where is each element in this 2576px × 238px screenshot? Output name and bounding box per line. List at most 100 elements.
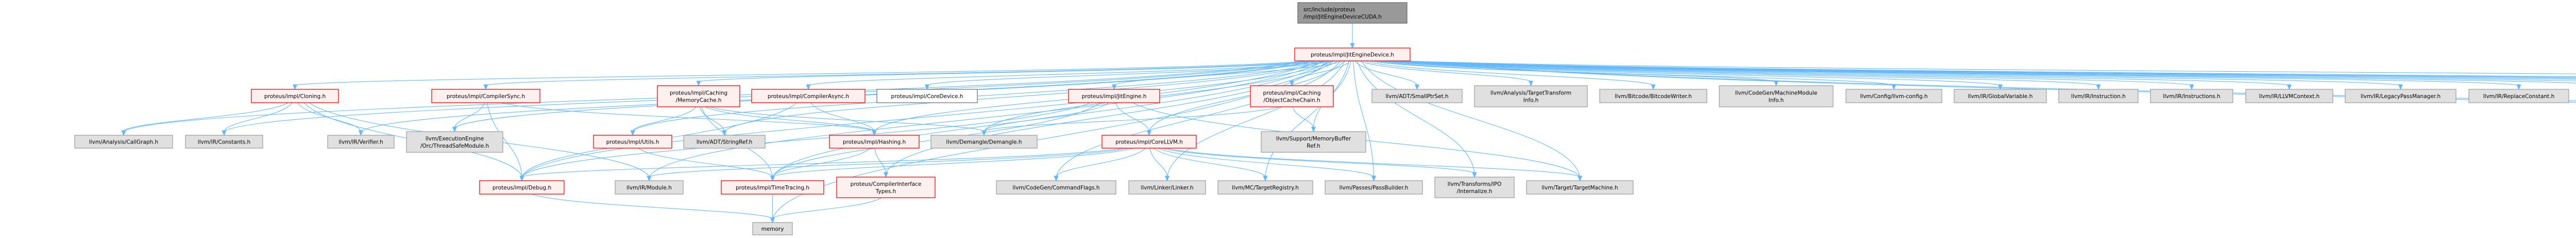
node-box (74, 135, 173, 149)
graph-node-proteus-impl-hashing-h[interactable]: proteus/impl/Hashing.h (829, 135, 920, 149)
edge-casync-to-hashing (810, 102, 875, 132)
graph-node-memory: memory (752, 222, 793, 235)
node-box (2150, 89, 2233, 103)
arrowhead-icon (696, 81, 701, 87)
node-label: llvm/Config/llvm-config.h (1860, 93, 1927, 100)
graph-node-proteus-impl-compilersync-h[interactable]: proteus/impl/CompilerSync.h (431, 89, 540, 103)
edge-corellvm-to-targetreg (1154, 148, 1266, 177)
graph-node-proteus-impl-debug-h[interactable]: proteus/impl/Debug.h (479, 180, 565, 195)
edge-jed-to-internalize (1357, 60, 1475, 173)
graph-node-proteus-impl-cloning-h[interactable]: proteus/impl/Cloning.h (251, 89, 339, 103)
node-box (1719, 85, 1834, 107)
arrowhead-icon (924, 84, 930, 90)
edge-corellvm-to-passbuilder (1158, 148, 1374, 177)
edge-jitengine-to-demangle (984, 102, 1109, 132)
node-label: llvm/IR/LLVMContext.h (2259, 93, 2320, 100)
node-box (683, 135, 766, 149)
arrowhead-icon (630, 130, 635, 136)
graph-node-src-include-proteus-impl-jitenginedevicecuda-h[interactable]: src/include/proteus/impl/JitEngineDevice… (1297, 2, 1408, 24)
edge-memcache-to-demangle (709, 106, 985, 132)
nodes-layer: src/include/proteus/impl/JitEngineDevice… (74, 2, 2569, 235)
node-label: proteus/impl/JitEngine.h (1082, 93, 1147, 100)
graph-node-proteus-impl-corellvm-h[interactable]: proteus/impl/CoreLLVM.h (1101, 135, 1197, 149)
node-label: proteus/impl/CoreLLVM.h (1115, 139, 1183, 146)
edge-jed-to-cit (886, 60, 1334, 173)
edge-hashing-to-timetracing (772, 148, 871, 177)
edge-cit-to-memory (772, 197, 882, 219)
graph-node-llvm-analysis-callgraph-h: llvm/Analysis/CallGraph.h (74, 135, 173, 149)
node-label: llvm/Bitcode/BitcodeWriter.h (1615, 93, 1692, 100)
arrowhead-icon (1164, 176, 1170, 182)
arrowhead-icon (2398, 84, 2403, 90)
node-label: Ref.h (1307, 143, 1320, 149)
node-box (2468, 89, 2569, 103)
node-label: llvm/Analysis/TargetTransform (1490, 90, 1571, 97)
edge-jed-to-passbuilder (1353, 60, 1375, 177)
edge-jed-to-legacypm (1394, 60, 2401, 86)
graph-node-llvm-ir-legacypassmanager-h: llvm/IR/LegacyPassManager.h (2345, 89, 2456, 103)
node-box (1526, 180, 1634, 195)
node-box (1845, 89, 1942, 103)
graph-node-llvm-ir-constants-h: llvm/IR/Constants.h (185, 135, 263, 149)
edge-memcache-to-stringref (699, 106, 725, 132)
node-label: llvm/CodeGen/CommandFlags.h (1013, 185, 1100, 191)
graph-node-llvm-mc-targetregistry-h: llvm/MC/TargetRegistry.h (1217, 180, 1313, 195)
node-label: llvm/ADT/StringRef.h (697, 139, 753, 146)
edge-jed-to-module (649, 60, 1325, 177)
node-label: llvm/Support/MemoryBuffer (1276, 136, 1351, 142)
graph-node-llvm-config-llvm-config-h: llvm/Config/llvm-config.h (1845, 89, 1942, 103)
graph-node-proteus-impl-timetracing-h[interactable]: proteus/impl/TimeTracing.h (721, 180, 824, 195)
edge-jed-to-init (1406, 60, 2576, 77)
arrowhead-icon (770, 217, 775, 224)
graph-node-proteus-impl-caching-memorycache-h[interactable]: proteus/impl/Caching/MemoryCache.h (657, 85, 740, 107)
edge-jed-to-llvmconfig (1374, 60, 1894, 86)
edge-jed-to-type (1402, 60, 2576, 84)
node-box (829, 135, 920, 149)
edge-csync-to-hashing (501, 102, 875, 132)
arrowhead-icon (2516, 84, 2521, 90)
graph-node-llvm-demangle-demangle-h: llvm/Demangle/Demangle.h (930, 135, 1038, 149)
node-label: llvm/IR/ReplaceConstant.h (2483, 93, 2554, 100)
node-box (876, 89, 978, 103)
node-label: llvm/IR/Instructions.h (2163, 93, 2220, 100)
node-box (836, 177, 936, 198)
node-box (593, 135, 672, 149)
node-box (752, 222, 793, 235)
edge-jed-to-csync (485, 60, 1318, 86)
edge-jed-to-globalvar (1378, 60, 2001, 86)
arrowhead-icon (2189, 84, 2194, 90)
edge-jed-to-llvmcontext (1389, 60, 2290, 86)
edge-jed-to-bcwriter (1364, 60, 1654, 86)
node-label: llvm/Demangle/Demangle.h (946, 139, 1022, 146)
node-label: proteus/impl/Caching (1263, 90, 1320, 97)
edge-jed-to-replaceconst (1399, 60, 2519, 86)
node-label: llvm/Passes/PassBuilder.h (1340, 185, 1409, 191)
graph-node-proteus-impl-jitenginedevice-h[interactable]: proteus/impl/JitEngineDevice.h (1294, 47, 1411, 61)
node-label: proteus/impl/Hashing.h (843, 139, 906, 146)
node-box (930, 135, 1038, 149)
graph-node-proteus-impl-utils-h[interactable]: proteus/impl/Utils.h (593, 135, 672, 149)
node-box (1954, 89, 2047, 103)
graph-node-proteus-impl-compilerasync-h[interactable]: proteus/impl/CompilerAsync.h (751, 89, 866, 103)
node-box (2245, 89, 2333, 103)
graph-node-proteus-impl-caching-objectcachechain-h[interactable]: proteus/impl/Caching/ObjectCacheChain.h (1250, 85, 1334, 107)
edge-cloning-to-constants (224, 102, 293, 132)
node-label: proteus/CompilerInterface (851, 181, 922, 187)
arrowhead-icon (1528, 81, 1534, 87)
arrowhead-icon (1371, 176, 1377, 182)
graph-node-proteus-impl-coredevice-h[interactable]: proteus/impl/CoreDevice.h (876, 89, 978, 103)
graph-node-llvm-ir-llvmcontext-h: llvm/IR/LLVMContext.h (2245, 89, 2333, 103)
node-label: proteus/impl/CompilerSync.h (447, 93, 525, 100)
edge-jed-to-infreg (1406, 60, 2576, 74)
edge-jed-to-tti (1359, 60, 1531, 82)
arrowhead-icon (121, 130, 126, 136)
edge-corellvm-to-debug (521, 148, 1124, 177)
node-box (1294, 47, 1411, 61)
node-label: Info.h (1523, 98, 1539, 104)
edge-cloning-to-callgraph (123, 102, 289, 132)
node-box (751, 89, 866, 103)
arrowhead-icon (1350, 43, 1355, 49)
node-box (721, 180, 824, 195)
graph-node-proteus-impl-jitengine-h[interactable]: proteus/impl/JitEngine.h (1068, 89, 1160, 103)
